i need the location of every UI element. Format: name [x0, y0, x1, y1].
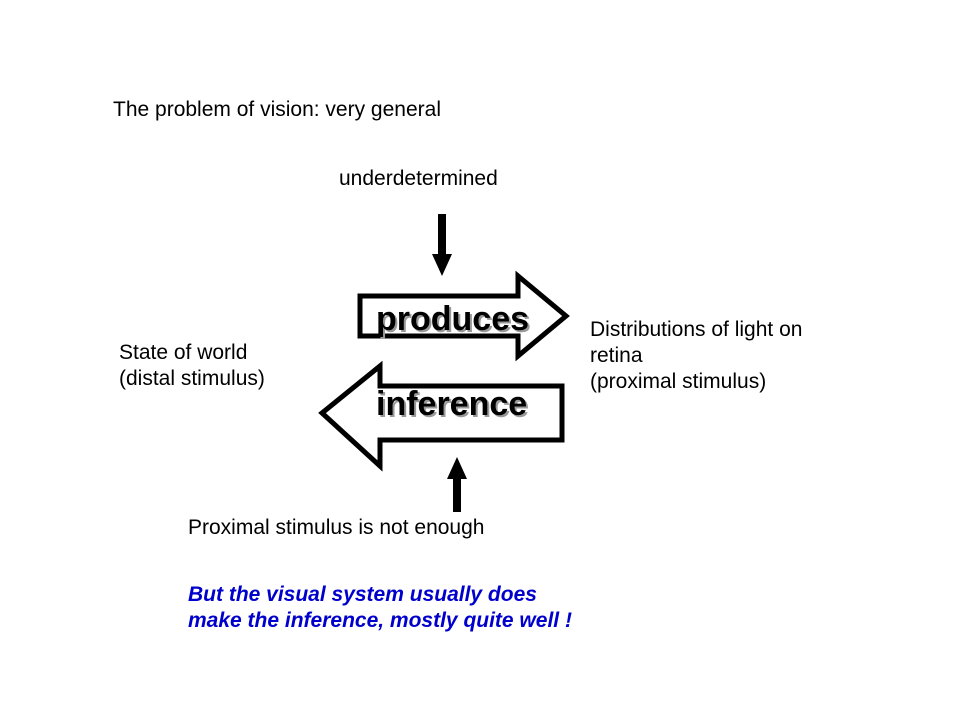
- up-arrow-icon: [447, 457, 467, 512]
- down-arrow-icon: [432, 214, 452, 276]
- not-enough-label: Proximal stimulus is not enough: [188, 516, 485, 539]
- inference-label-shadow: inference: [378, 387, 529, 425]
- proximal-label-line1: Distributions of light on: [590, 318, 803, 341]
- distal-label-line1: State of world: [119, 341, 248, 364]
- produces-arrow: produces produces: [357, 270, 570, 362]
- proximal-stimulus-label: Distributions of light on retina (proxim…: [590, 317, 802, 395]
- inference-arrow: inference inference: [318, 360, 565, 472]
- distal-stimulus-label: State of world (distal stimulus): [119, 340, 265, 392]
- proximal-label-line2: retina: [590, 344, 643, 367]
- distal-label-line2: (distal stimulus): [119, 367, 265, 390]
- slide-heading: The problem of vision: very general: [113, 98, 441, 121]
- conclusion-line2: make the inference, mostly quite well !: [188, 609, 572, 632]
- conclusion-line1: But the visual system usually does: [188, 583, 537, 606]
- produces-label-shadow: produces: [378, 302, 531, 340]
- produces-arrow-shape: [357, 270, 570, 362]
- inference-arrow-shape: [318, 360, 565, 472]
- conclusion-text: But the visual system usually does make …: [188, 582, 572, 634]
- inference-label: inference: [376, 385, 527, 423]
- produces-label: produces: [376, 300, 529, 338]
- proximal-label-line3: (proximal stimulus): [590, 370, 767, 393]
- underdetermined-label: underdetermined: [339, 167, 498, 190]
